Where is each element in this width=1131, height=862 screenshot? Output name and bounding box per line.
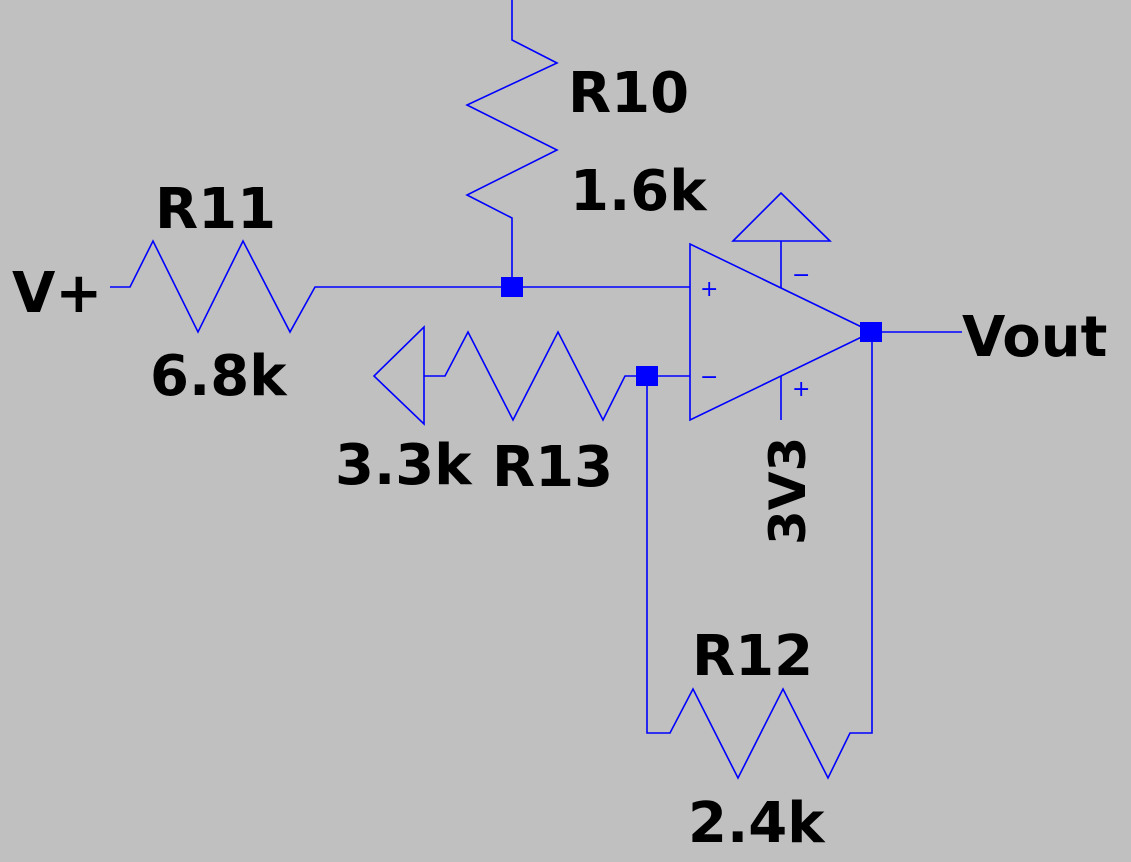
opamp-plus-input-sign: + <box>700 277 718 302</box>
r12-body <box>646 332 873 780</box>
resistor-r13[interactable] <box>424 330 690 422</box>
r11-value-label: 6.8k <box>150 344 288 409</box>
vout-net-label: Vout <box>962 305 1107 370</box>
junction-dot-output <box>860 322 882 342</box>
ground-symbol-top <box>731 191 832 288</box>
r11-body <box>110 239 512 334</box>
ground-triangle-left <box>372 325 425 426</box>
r12-ref-label: R12 <box>692 624 813 689</box>
r10-value-label: 1.6k <box>570 159 708 224</box>
r10-body <box>465 0 559 287</box>
vplus-net-label: V+ <box>12 261 102 326</box>
r10-ref-label: R10 <box>568 61 689 126</box>
opamp-minus-input-sign: − <box>700 365 718 390</box>
junction-dot-plus-node <box>501 277 523 297</box>
supply-3v3-net-label: 3V3 <box>759 437 817 545</box>
resistor-r10[interactable] <box>465 0 559 287</box>
ground-triangle-top <box>731 191 832 242</box>
r13-body <box>424 330 690 422</box>
r12-value-label: 2.4k <box>688 791 826 856</box>
r11-ref-label: R11 <box>155 177 276 242</box>
opamp-supply-neg-sign: − <box>792 263 810 288</box>
resistor-r12[interactable] <box>646 332 873 780</box>
opamp-supply-pos-sign: + <box>792 377 810 402</box>
r13-value-label: 3.3k <box>335 433 473 498</box>
resistor-r11[interactable] <box>110 239 512 334</box>
ground-symbol-left <box>372 325 425 426</box>
r13-ref-label: R13 <box>492 435 613 500</box>
